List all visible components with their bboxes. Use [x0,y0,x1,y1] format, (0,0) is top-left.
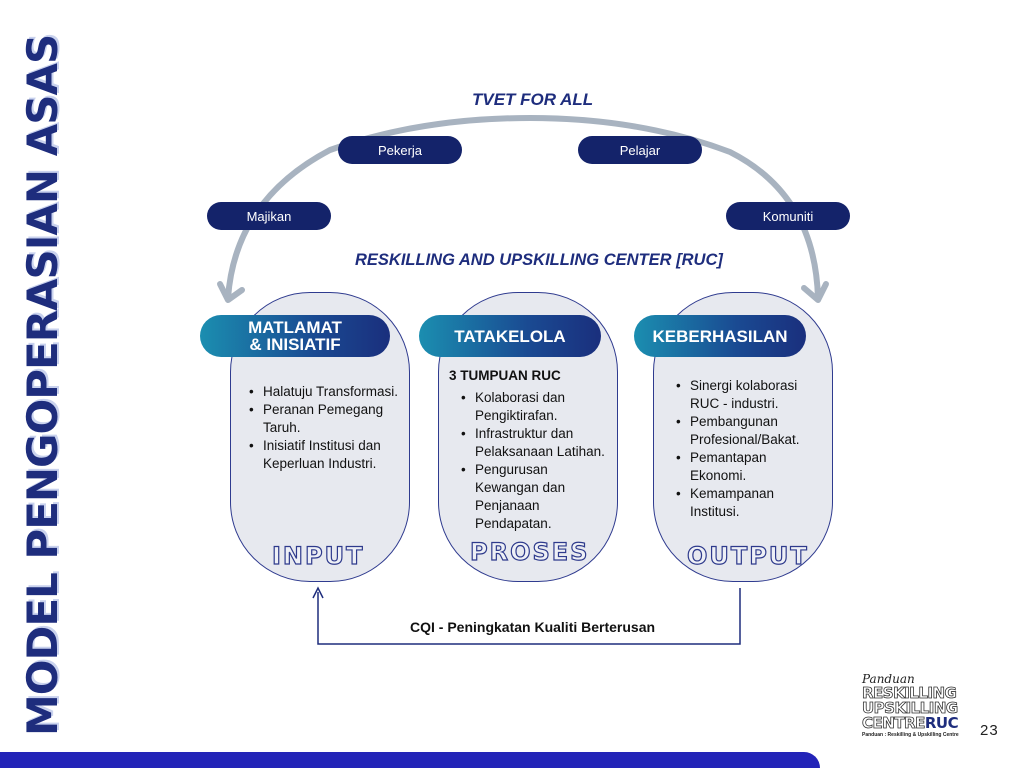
list-item: Pembangunan Profesional/Bakat. [676,413,816,449]
list-item: Kemampanan Institusi. [676,485,816,521]
input-header-line2: & INISIATIF [249,335,341,354]
list-item: Pengurusan Kewangan dan Penjanaan Pendap… [461,461,611,533]
proses-label: PROSES [469,537,590,566]
arrow-head-right [801,281,829,303]
input-header: MATLAMAT & INISIATIF [200,315,390,357]
logo-script: Panduan [862,672,915,686]
cqi-label: CQI - Peningkatan Kualiti Berterusan [410,619,656,635]
logo-line3a: CENTRE [862,714,926,732]
stakeholder-komuniti: Komuniti [726,202,850,230]
output-label: OUTPUT [686,541,809,570]
ruc-headline: RESKILLING AND UPSKILLING CENTER [RUC] [355,251,723,269]
list-item: Pemantapan Ekonomi. [676,449,816,485]
guide-logo: Panduan RESKILLING UPSKILLING CENTRERUC … [862,672,962,746]
stakeholder-majikan: Majikan [207,202,331,230]
logo-line2: UPSKILLING [862,699,959,717]
list-item: Peranan Pemegang Taruh. [249,401,399,437]
list-item: Kolaborasi dan Pengiktirafan. [461,389,611,425]
logo-tagline: Panduan : Reskilling & Upskilling Centre [862,732,959,738]
list-item: Halatuju Transformasi. [249,383,399,401]
input-label: INPUT [271,541,365,570]
cqi-arrow-head [312,586,324,599]
proses-list: Kolaborasi dan Pengiktirafan. Infrastruk… [461,389,611,533]
stakeholder-pelajar: Pelajar [578,136,702,164]
list-item: Inisiatif Institusi dan Keperluan Indust… [249,437,399,473]
logo-line1: RESKILLING [862,684,958,702]
list-item: Infrastruktur dan Pelaksanaan Latihan. [461,425,611,461]
page-number: 23 [980,722,999,739]
input-list: Halatuju Transformasi. Peranan Pemegang … [249,383,399,473]
proses-header: TATAKELOLA [419,315,601,357]
stakeholder-pekerja: Pekerja [338,136,462,164]
logo-line3: CENTRERUC [862,714,962,732]
footer-bar [0,752,820,768]
tvet-headline: TVET FOR ALL [472,90,594,109]
logo-ruc: RUC [924,714,959,732]
output-list: Sinergi kolaborasi RUC - industri. Pemba… [676,377,816,521]
cqi-loop-line [317,588,741,645]
proses-subtitle: 3 TUMPUAN RUC [449,368,561,383]
list-item: Sinergi kolaborasi RUC - industri. [676,377,816,413]
output-header: KEBERHASILAN [634,315,806,357]
arrow-head-left [217,281,245,303]
input-header-line1: MATLAMAT [248,318,342,337]
arc-arrow [225,114,821,301]
